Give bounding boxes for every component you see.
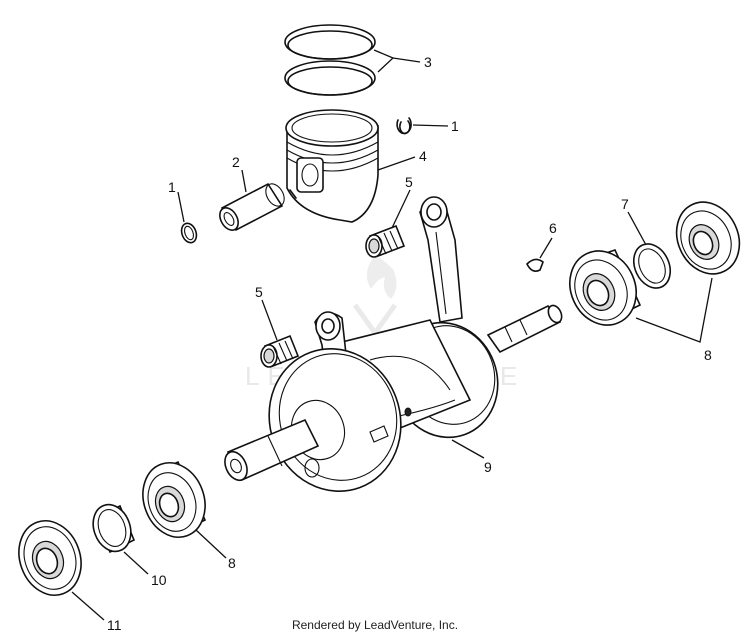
- main-bearing-right-outer[interactable]: [665, 192, 750, 284]
- callout-11: 11: [107, 617, 122, 633]
- callout-1-right: 1: [451, 118, 459, 134]
- oil-seal-left[interactable]: [9, 512, 91, 604]
- woodruff-key[interactable]: [526, 258, 544, 272]
- crankshaft-assembly[interactable]: [221, 196, 565, 510]
- callout-labels: 3 1 4 2 1 5 5 6 7 8 9 8 10 11: [107, 54, 712, 633]
- needle-bearing-lower[interactable]: [260, 334, 300, 368]
- wrist-pin[interactable]: [216, 181, 288, 234]
- callout-2: 2: [232, 154, 240, 170]
- callout-6: 6: [549, 220, 557, 236]
- circlip-right[interactable]: [396, 117, 412, 135]
- rendered-by-credit: Rendered by LeadVenture, Inc.: [291, 618, 459, 632]
- main-bearing-left[interactable]: [133, 454, 215, 546]
- circlip-left[interactable]: [179, 221, 199, 245]
- callout-9: 9: [484, 459, 492, 475]
- main-bearing-right-inner[interactable]: [558, 240, 648, 336]
- callout-8-right: 8: [704, 347, 712, 363]
- spacer-ring[interactable]: [87, 499, 137, 556]
- callout-5-upper: 5: [405, 174, 413, 190]
- callout-3: 3: [424, 54, 432, 70]
- piston[interactable]: [285, 109, 379, 223]
- leader-lines: [71, 49, 713, 621]
- callout-1-left: 1: [168, 179, 176, 195]
- callout-8-left: 8: [228, 555, 236, 571]
- oil-seal-ring[interactable]: [627, 238, 677, 294]
- needle-bearing-upper[interactable]: [365, 224, 406, 258]
- piston-rings[interactable]: [284, 24, 376, 96]
- callout-7: 7: [621, 196, 629, 212]
- callout-10: 10: [151, 572, 167, 588]
- callout-4: 4: [419, 148, 427, 164]
- callout-5-lower: 5: [255, 284, 263, 300]
